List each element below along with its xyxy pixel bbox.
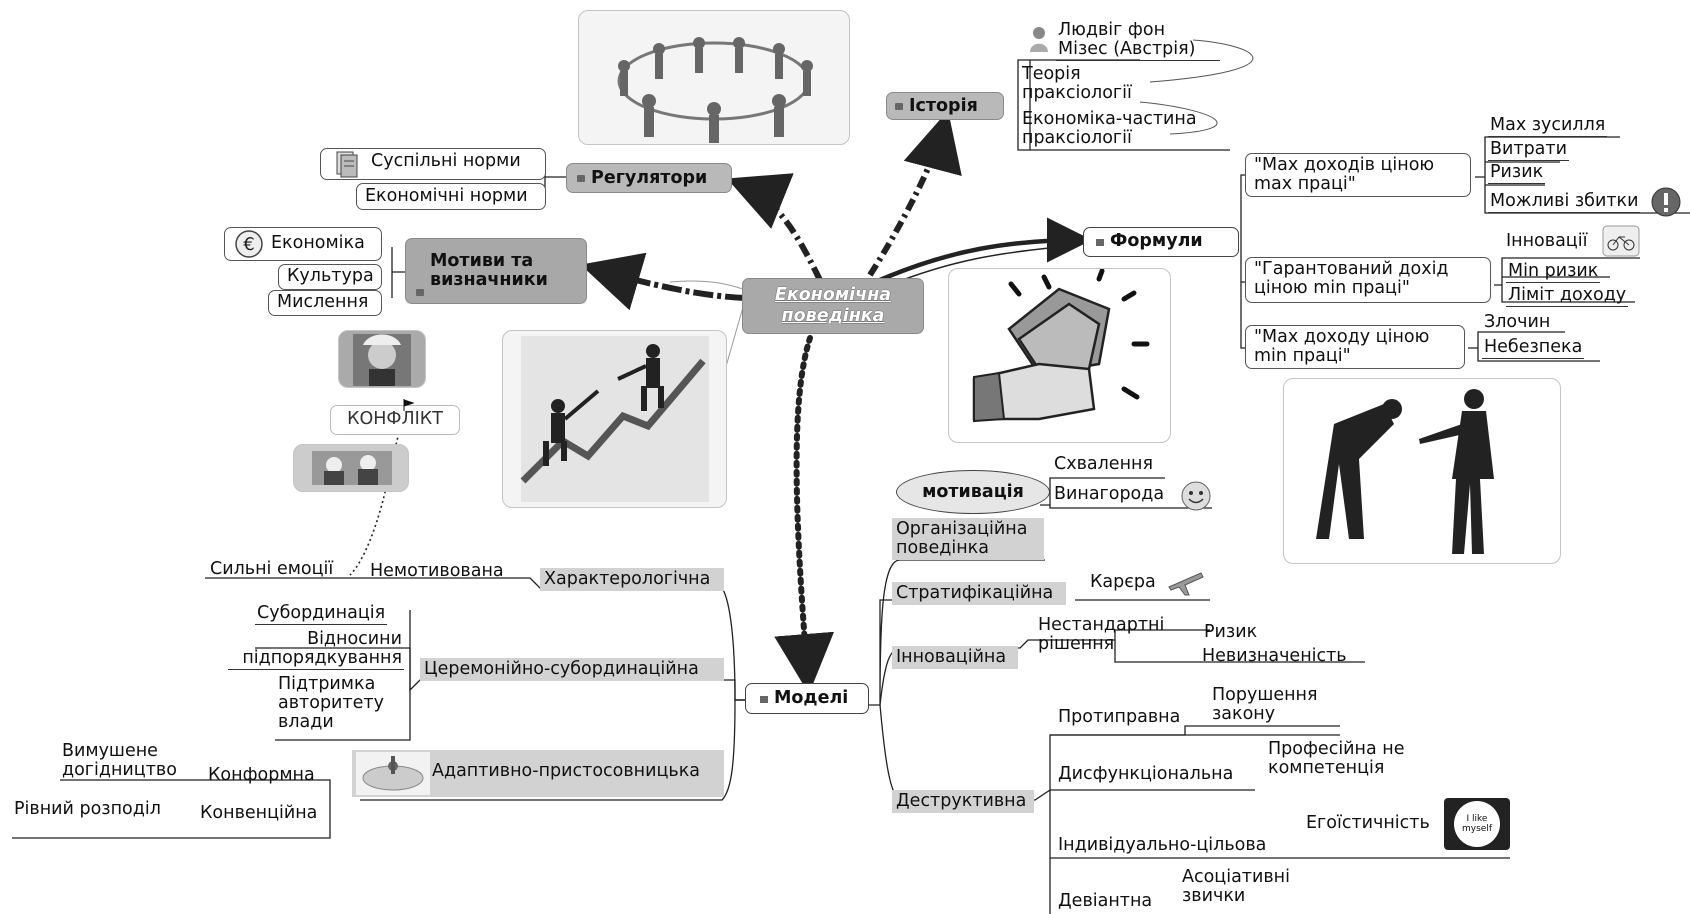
svg-text:€: € <box>243 234 254 255</box>
motive-culture-label: Культура <box>287 266 374 286</box>
regulator-social-norms[interactable]: Суспільні норми <box>320 148 546 180</box>
conflict-image <box>293 444 409 492</box>
formula-item-risk: Ризик <box>1488 162 1546 184</box>
model-characterological[interactable]: Характерологічна <box>540 568 724 591</box>
motive-economics-label: Економіка <box>271 233 365 253</box>
formula-item-danger: Небезпека <box>1482 337 1585 359</box>
formula-item-min-risk: Min ризик <box>1506 261 1601 283</box>
destructive-individual: Індивідуально-цільова <box>1058 835 1267 855</box>
person-icon <box>1028 25 1050 53</box>
destructive-deviant-sub: Асоціативні звички <box>1182 867 1290 906</box>
money-fist-image <box>948 268 1171 443</box>
conflict-emotion-label: Сильні емоції <box>210 559 334 579</box>
branch-formulas[interactable]: Формули <box>1083 227 1239 257</box>
formula-group-guaranteed-label: "Гарантований дохід ціною min праці" <box>1254 259 1449 298</box>
model-conformal-sub: Вимушене догідництво <box>62 741 177 780</box>
history-item-praxeology: Теорія праксіології <box>1022 64 1132 103</box>
documents-icon <box>334 149 360 179</box>
formula-item-innovations: Інновації <box>1506 231 1588 251</box>
motive-culture[interactable]: Культура <box>278 264 382 290</box>
ceremonial-item-relations: Відносини підпорядкування <box>228 630 404 670</box>
motivation-bubble[interactable]: мотивація <box>896 470 1050 514</box>
einstein-portrait-image <box>338 330 426 388</box>
i-like-myself-sticker: I like myself <box>1444 798 1510 850</box>
innovative-item-risk: Ризик <box>1204 622 1258 642</box>
regulator-economic-norms-label: Економічні норми <box>365 186 528 206</box>
destructive-deviant: Девіантна <box>1058 891 1153 911</box>
warning-icon <box>1650 186 1682 218</box>
branch-regulators-label: Регулятори <box>591 167 708 188</box>
bicycle-icon <box>1602 225 1640 257</box>
central-topic[interactable]: Економічна поведінка <box>742 278 924 334</box>
destructive-dysfunctional: Дисфункціональна <box>1058 764 1234 784</box>
regulator-social-norms-label: Суспільні норми <box>371 151 521 171</box>
branch-formulas-label: Формули <box>1110 231 1203 251</box>
stratification-item-career: Карєра <box>1090 572 1156 592</box>
model-destructive[interactable]: Деструктивна <box>892 790 1034 813</box>
formula-item-crime: Злочин <box>1484 312 1551 332</box>
airplane-icon <box>1165 565 1205 597</box>
flag-icon <box>402 396 415 411</box>
innovative-sub: Нестандартні рішення <box>1038 615 1165 654</box>
formulas-marker-icon <box>1096 239 1104 246</box>
destructive-illegal: Протиправна <box>1058 707 1181 727</box>
motivation-item-reward: Винагорода <box>1054 484 1165 504</box>
model-innovative[interactable]: Інноваційна <box>892 646 1018 669</box>
model-stratification[interactable]: Стратифікаційна <box>892 582 1066 605</box>
conflict-node[interactable]: КОНФЛІКТ <box>330 405 460 435</box>
destructive-illegal-sub: Порушення закону <box>1212 685 1318 724</box>
regulators-marker-icon <box>577 174 585 182</box>
people-circle-image <box>578 10 850 145</box>
regulator-economic-norms[interactable]: Економічні норми <box>356 183 546 210</box>
central-topic-label: Економічна поведінка <box>774 285 892 326</box>
branch-history-label: Історія <box>909 95 978 116</box>
motivation-item-approval: Схвалення <box>1054 454 1153 474</box>
formula-group-guaranteed[interactable]: "Гарантований дохід ціною min праці" <box>1245 257 1491 303</box>
motivation-bubble-label: мотивація <box>922 482 1024 502</box>
motive-thinking-label: Мислення <box>277 292 369 312</box>
i-like-myself-text: I like myself <box>1462 814 1492 834</box>
model-organizational[interactable]: Організаційна поведінка <box>892 518 1044 560</box>
formula-item-max-effort: Max зусилля <box>1488 115 1608 137</box>
model-ceremonial[interactable]: Церемонійно-субординаційна <box>420 658 724 681</box>
destructive-dysfunctional-sub: Професійна не компетенція <box>1268 739 1405 778</box>
ceremonial-item-subordination: Субординація <box>255 603 388 625</box>
smiley-icon <box>1178 480 1214 512</box>
destructive-individual-sub: Егоїстичність <box>1306 813 1430 833</box>
branch-motives[interactable]: Мотиви та визначники <box>405 238 587 304</box>
formula-group-max-min-label: "Max доходу ціною min праці" <box>1254 327 1430 366</box>
ceremonial-item-authority: Підтримка авторитету влади <box>278 674 384 732</box>
business-climb-image <box>502 330 727 508</box>
branch-regulators[interactable]: Регулятори <box>566 163 732 193</box>
history-item-mises: Людвіг фон Мізес (Австрія) <box>1056 21 1220 61</box>
bowing-businesspeople-image <box>1283 378 1561 564</box>
branch-history[interactable]: Історія <box>886 92 1004 120</box>
model-characterological-sub: Немотивована <box>370 561 504 581</box>
model-conventional-sub: Рівний розподіл <box>14 799 161 819</box>
branch-models-label: Моделі <box>774 688 849 708</box>
branch-models[interactable]: Моделі <box>745 683 869 714</box>
history-marker-icon <box>895 102 903 110</box>
conflict-label: КОНФЛІКТ <box>347 409 443 429</box>
motives-marker-icon <box>416 289 424 296</box>
formula-item-costs: Витрати <box>1488 139 1569 161</box>
formula-group-max-min[interactable]: "Max доходу ціною min праці" <box>1245 325 1465 369</box>
history-item-economics-part: Економіка-частина праксіології <box>1022 109 1197 148</box>
roulette-icon <box>356 752 430 795</box>
model-conformal: Конформна <box>208 765 315 785</box>
formula-group-max-max-label: "Max доходів ціною max праці" <box>1254 155 1435 194</box>
motive-thinking[interactable]: Мислення <box>268 290 382 316</box>
model-conventional: Конвенційна <box>200 803 318 823</box>
euro-icon: € <box>234 229 264 259</box>
models-marker-icon <box>760 696 768 703</box>
innovative-item-uncertainty: Невизначеність <box>1202 646 1347 666</box>
model-adaptive-label: Адаптивно-пристосовницька <box>432 761 701 781</box>
formula-item-income-limit: Ліміт доходу <box>1506 285 1629 307</box>
formula-group-max-max[interactable]: "Max доходів ціною max праці" <box>1245 153 1471 197</box>
branch-motives-label: Мотиви та визначники <box>430 251 548 290</box>
formula-item-possible-losses: Можливі збитки <box>1488 191 1641 213</box>
